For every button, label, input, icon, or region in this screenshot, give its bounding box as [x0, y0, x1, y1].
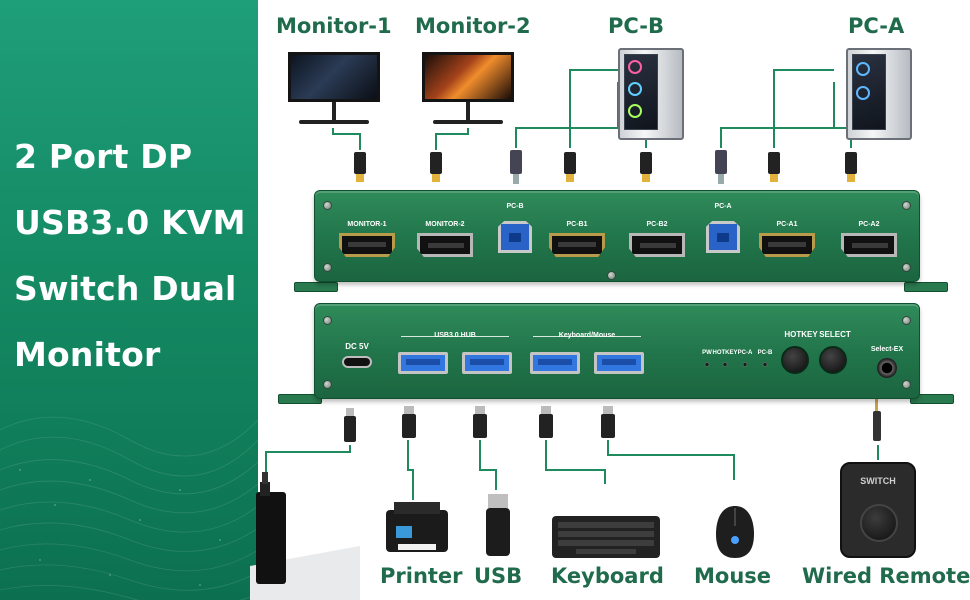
label-mouse: Mouse [694, 564, 772, 588]
port-label-monitor-1: MONITOR-1 [347, 221, 387, 228]
label-usb: USB [474, 564, 523, 588]
port-label-pc-b1: PC-B1 [566, 221, 588, 228]
hdmi-port-pc-b1 [549, 233, 605, 257]
usb-hub-label: USB3.0 HUB [434, 332, 476, 339]
label-wired-remote: Wired Remote [802, 564, 970, 588]
dc-5v-label: DC 5V [345, 342, 369, 351]
monitor-2-image [422, 52, 514, 124]
usb-c-power-port [342, 356, 372, 368]
remote-switch-text: SWITCH [860, 476, 896, 486]
usb-b-port-pc-b [498, 221, 532, 253]
left-banner: 2 Port DP USB3.0 KVM Switch Dual Monitor [0, 0, 258, 600]
led-label-pw: PW [702, 350, 712, 356]
usb-b-port-pc-a [706, 221, 740, 253]
port-label-pc-b: PC-B [506, 203, 524, 210]
label-printer: Printer [380, 564, 463, 588]
pw-led [704, 362, 710, 367]
remote-button [860, 504, 898, 542]
bottom-cable-plugs [344, 395, 881, 442]
pc-b-tower-image [618, 48, 684, 140]
connection-diagram: Monitor-1 Monitor-2 PC-B PC-A MONITOR-1 … [250, 0, 970, 600]
select-ex-jack [877, 358, 897, 378]
keyboard-mouse-label: Keyboard/Mouse [558, 332, 616, 339]
hdmi-port-pc-a1 [759, 233, 815, 257]
select-button[interactable] [819, 346, 847, 374]
hotkey-button-label: HOTKEY [784, 330, 818, 339]
hotkey-led [722, 362, 728, 367]
port-label-monitor-2: MONITOR-2 [425, 221, 465, 228]
top-cable-plugs [354, 150, 857, 184]
pc-b-led [762, 362, 768, 367]
headline-line-4: Monitor [14, 335, 161, 374]
kvm-top-panel: MONITOR-1 MONITOR-2 PC-B PC-B1 PC-B2 PC-… [314, 190, 920, 282]
hdmi-port-monitor-1 [339, 233, 395, 257]
usb-a-hub-port-2 [462, 352, 512, 374]
headline: 2 Port DP USB3.0 KVM Switch Dual Monitor [14, 124, 254, 388]
port-label-pc-a2: PC-A2 [858, 221, 880, 228]
select-ex-label: Select-EX [870, 346, 904, 353]
pc-a-led [742, 362, 748, 367]
port-label-pc-a1: PC-A1 [776, 221, 798, 228]
led-label-hotkey: HOTKEY [712, 350, 738, 356]
select-button-label: SELECT [819, 330, 851, 339]
monitor-1-image [288, 52, 380, 124]
dp-port-monitor-2 [417, 233, 473, 257]
usb-a-keyboard-port [530, 352, 580, 374]
label-monitor-1: Monitor-1 [276, 14, 392, 38]
printer-image [386, 502, 448, 552]
port-label-pc-a: PC-A [714, 203, 732, 210]
headline-line-3: Switch Dual [14, 269, 237, 308]
label-pc-b: PC-B [608, 14, 665, 38]
keyboard-image [552, 516, 660, 558]
kvm-front-panel: DC 5V USB3.0 HUB Keyboard/Mouse PW HOTKE… [314, 303, 920, 399]
headline-line-1: 2 Port DP [14, 137, 193, 176]
dp-port-pc-a2 [841, 233, 897, 257]
led-label-pc-a: PC-A [737, 350, 753, 356]
power-adapter-image [250, 472, 360, 600]
wired-remote-image: SWITCH [840, 462, 916, 558]
led-label-pc-b: PC-B [757, 350, 773, 356]
mouse-image [716, 506, 754, 558]
pc-a-tower-image [846, 48, 912, 140]
hotkey-button[interactable] [781, 346, 809, 374]
usb-drive-image [486, 494, 510, 556]
label-keyboard: Keyboard [551, 564, 664, 588]
port-label-pc-b2: PC-B2 [646, 221, 668, 228]
headline-line-2: USB3.0 KVM [14, 203, 246, 242]
usb-a-hub-port-1 [398, 352, 448, 374]
cable-wires [265, 69, 881, 500]
dp-port-pc-b2 [629, 233, 685, 257]
label-pc-a: PC-A [848, 14, 905, 38]
label-monitor-2: Monitor-2 [415, 14, 531, 38]
wave-mesh-decoration [0, 416, 258, 600]
usb-a-mouse-port [594, 352, 644, 374]
